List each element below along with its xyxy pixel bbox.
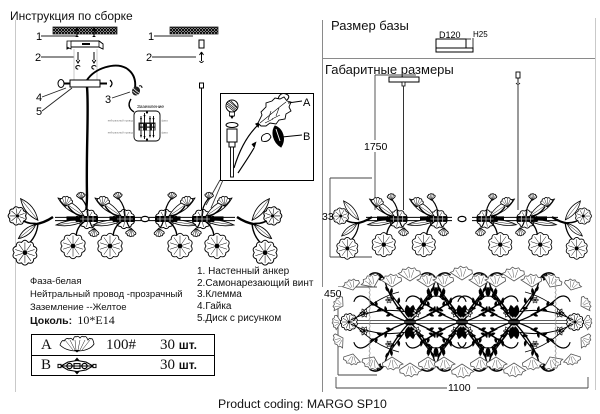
svg-text:H25: H25 bbox=[473, 30, 488, 39]
svg-text:1: 1 bbox=[36, 31, 42, 43]
svg-text:1750: 1750 bbox=[364, 141, 388, 153]
svg-text:фаза: фаза bbox=[162, 131, 169, 135]
svg-text:нейтральный провод: нейтральный провод bbox=[108, 119, 134, 123]
svg-text:1100: 1100 bbox=[448, 382, 471, 394]
svg-text:4: 4 bbox=[36, 92, 42, 104]
svg-text:2: 2 bbox=[35, 52, 41, 64]
svg-text:3: 3 bbox=[105, 94, 111, 106]
svg-text:450: 450 bbox=[324, 288, 342, 300]
svg-text:A: A bbox=[303, 97, 311, 109]
svg-text:Заземление: Заземление bbox=[137, 104, 164, 110]
svg-text:2: 2 bbox=[146, 52, 152, 64]
svg-text:D120: D120 bbox=[439, 30, 461, 40]
svg-text:5: 5 bbox=[36, 106, 42, 118]
svg-text:B: B bbox=[303, 131, 310, 143]
svg-text:фаза: фаза bbox=[162, 119, 169, 123]
svg-text:1: 1 bbox=[148, 31, 154, 43]
svg-text:нейтральный провод: нейтральный провод bbox=[108, 131, 134, 135]
